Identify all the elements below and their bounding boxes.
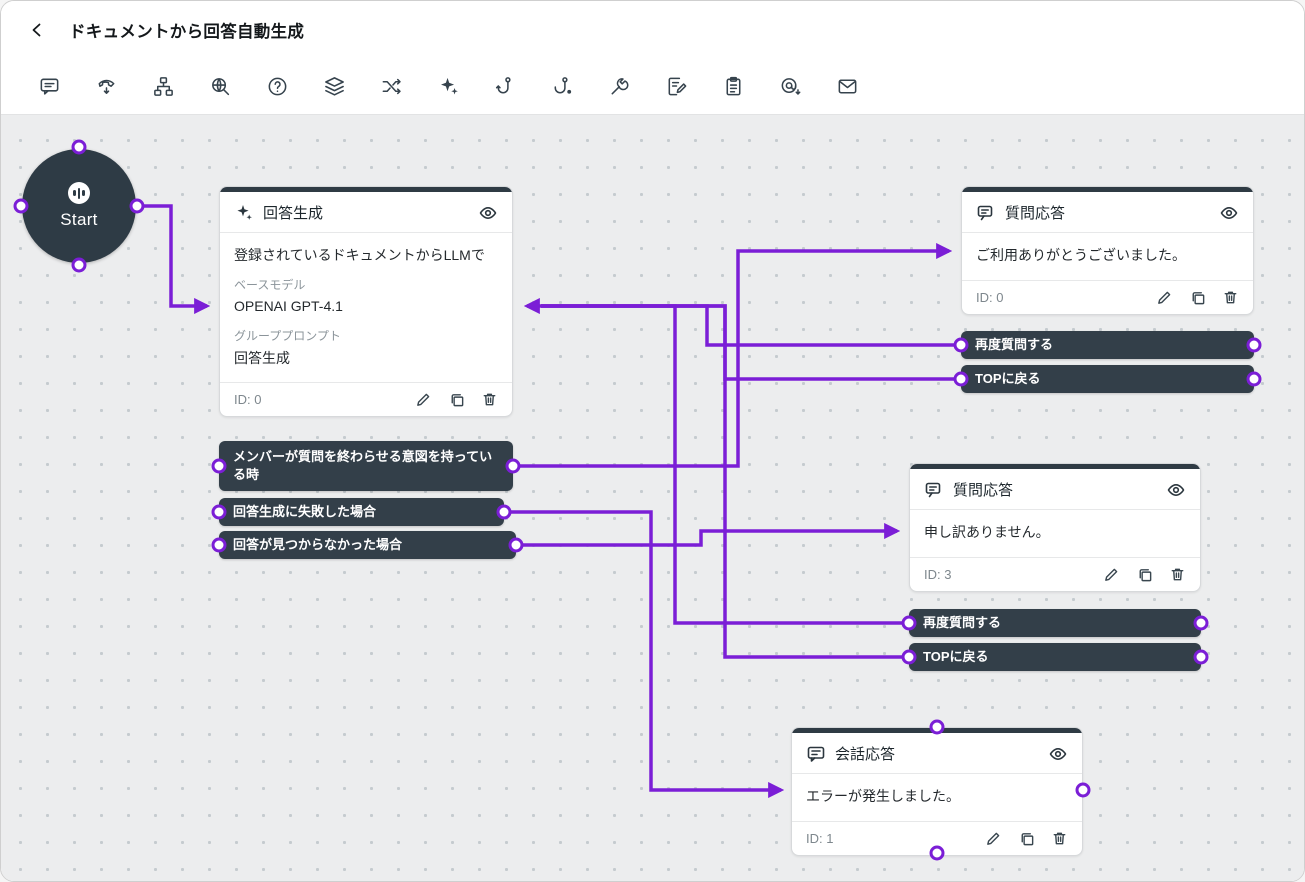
branch-pill-label: 回答生成に失敗した場合: [233, 504, 377, 519]
branch-pill-generation-failed[interactable]: 回答生成に失敗した場合: [219, 498, 504, 526]
edit-icon[interactable]: [1156, 289, 1173, 306]
wire-start-to-answer: [137, 204, 211, 315]
copy-icon[interactable]: [1018, 830, 1035, 847]
copy-icon[interactable]: [448, 391, 465, 408]
sitemap-icon[interactable]: [146, 69, 180, 103]
branch-pill-label: メンバーが質問を終わらせる意図を持っている時: [233, 449, 493, 482]
chat-icon: [977, 205, 993, 220]
branch-pill-end-intent[interactable]: メンバーが質問を終わらせる意図を持っている時: [219, 441, 513, 491]
form-edit-icon[interactable]: [659, 69, 693, 103]
group-prompt-label: グループプロンプト: [234, 328, 341, 343]
branch-pill-label: 再度質問する: [975, 337, 1054, 352]
header-bar: ドキュメントから回答自動生成: [1, 1, 1304, 58]
branch-pill-label: 回答が見つからなかった場合: [233, 537, 403, 552]
comment-icon: [807, 746, 825, 762]
node-message: ご利用ありがとうございました。: [976, 247, 1186, 263]
branch-pill-label: TOPに戻る: [975, 371, 1041, 386]
chevron-left-icon: [32, 23, 41, 36]
answer-generation-node[interactable]: 回答生成 登録されているドキュメントからLLMで ベースモデル OPENAI G…: [219, 186, 513, 418]
eye-icon[interactable]: [478, 203, 498, 223]
node-title: 質問応答: [1005, 205, 1066, 222]
node-palette-toolbar: [1, 58, 1304, 115]
node-title: 質問応答: [953, 482, 1014, 499]
delete-icon[interactable]: [1051, 830, 1068, 847]
eye-icon[interactable]: [1166, 480, 1186, 500]
wire-backtotop2-to-answer: [541, 304, 909, 659]
node-id: ID: 3: [924, 566, 952, 582]
node-accent-bar: [962, 187, 1253, 192]
start-audio-icon: [68, 182, 90, 204]
shuffle-icon[interactable]: [374, 69, 408, 103]
edit-icon[interactable]: [1103, 566, 1120, 583]
eye-icon[interactable]: [1048, 744, 1068, 764]
question-answer-node-top[interactable]: 質問応答 ご利用ありがとうございました。 ID: 0: [961, 186, 1254, 315]
node-accent-bar: [220, 187, 512, 192]
copy-icon[interactable]: [1189, 289, 1206, 306]
node-message: エラーが発生しました。: [806, 788, 960, 804]
eye-icon[interactable]: [1219, 203, 1239, 223]
branch-pill-back-to-top-2[interactable]: TOPに戻る: [909, 643, 1201, 671]
hook-dot-icon[interactable]: [545, 69, 579, 103]
base-model-value: OPENAI GPT-4.1: [234, 298, 343, 315]
comment-icon[interactable]: [32, 69, 66, 103]
branch-pill-back-to-top-1[interactable]: TOPに戻る: [961, 365, 1254, 393]
question-answer-node-mid[interactable]: 質問応答 申し訳ありません。 ID: 3: [909, 463, 1201, 592]
base-model-label: ベースモデル: [234, 277, 306, 292]
wire-backtotop1-to-answer: [541, 304, 961, 381]
branch-pill-retry-question-top[interactable]: 再度質問する: [961, 331, 1254, 359]
wrench-icon[interactable]: [602, 69, 636, 103]
node-title: 回答生成: [263, 205, 324, 222]
wire-retrytop-to-answer: [541, 304, 961, 347]
page-title: ドキュメントから回答自動生成: [69, 22, 305, 41]
layers-icon[interactable]: [317, 69, 351, 103]
group-prompt-value: 回答生成: [234, 349, 290, 366]
back-button[interactable]: [23, 16, 51, 44]
branch-pill-answer-not-found[interactable]: 回答が見つからなかった場合: [219, 531, 516, 559]
hook-icon[interactable]: [488, 69, 522, 103]
sparkle-icon[interactable]: [431, 69, 465, 103]
chat-icon: [925, 482, 941, 497]
branch-pill-label: TOPに戻る: [923, 649, 989, 664]
start-node[interactable]: Start: [22, 149, 136, 263]
node-id: ID: 1: [806, 830, 834, 846]
clipboard-icon[interactable]: [716, 69, 750, 103]
search-globe-icon[interactable]: [203, 69, 237, 103]
wire-endintent-to-qatop: [513, 242, 953, 468]
help-circle-icon[interactable]: [260, 69, 294, 103]
node-description: 登録されているドキュメントからLLMで: [234, 247, 485, 263]
talk-response-node[interactable]: 会話応答 エラーが発生しました。 ID: 1: [791, 727, 1083, 856]
copy-icon[interactable]: [1136, 566, 1153, 583]
wire-notfound-to-qamid: [516, 522, 901, 547]
delete-icon[interactable]: [1222, 289, 1239, 306]
node-accent-bar: [910, 464, 1200, 469]
sparkle-icon: [237, 204, 252, 220]
delete-icon[interactable]: [481, 391, 498, 408]
edit-icon[interactable]: [415, 391, 432, 408]
node-id: ID: 0: [976, 289, 1004, 305]
branch-pill-retry-question-mid[interactable]: 再度質問する: [909, 609, 1201, 637]
mail-icon[interactable]: [830, 69, 864, 103]
flow-canvas[interactable]: Start 回答生成 登録されているドキュメントからLLMで ベースモデル OP…: [1, 115, 1304, 881]
delete-icon[interactable]: [1169, 566, 1186, 583]
branch-pill-label: 再度質問する: [923, 615, 1002, 630]
call-branch-icon[interactable]: [89, 69, 123, 103]
wire-failed-to-talk: [504, 510, 785, 799]
wire-retrymid-to-answer: [523, 297, 909, 625]
start-node-label: Start: [60, 210, 98, 229]
node-id: ID: 0: [234, 392, 262, 408]
mention-arrow-icon[interactable]: [773, 69, 807, 103]
node-message: 申し訳ありません。: [924, 524, 1050, 540]
edit-icon[interactable]: [985, 830, 1002, 847]
node-title: 会話応答: [835, 746, 896, 763]
